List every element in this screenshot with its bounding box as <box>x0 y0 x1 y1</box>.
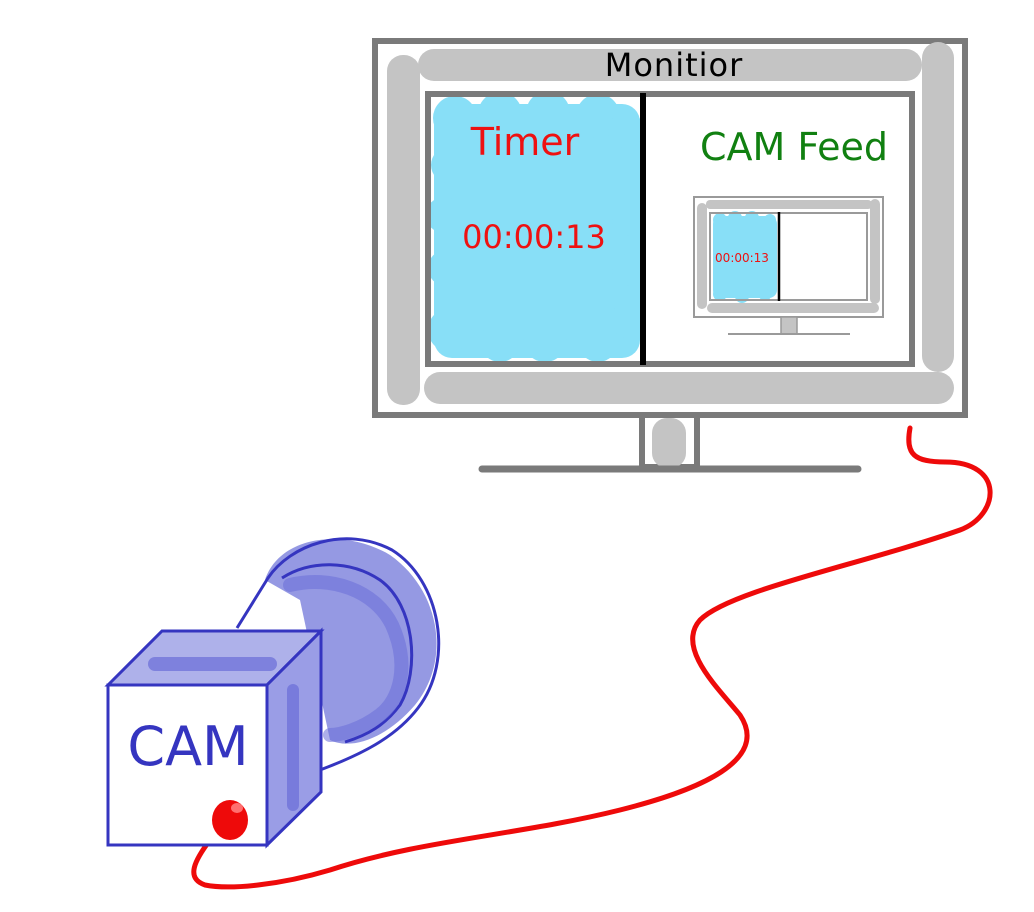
nested-preview-monitor: 00:00:13 <box>693 196 884 335</box>
camera-label: CAM <box>127 715 248 778</box>
monitor-stand <box>478 412 862 473</box>
monitor-screen: Timer 00:00:13 CAM Feed <box>425 91 915 367</box>
timer-value: 00:00:13 <box>462 218 606 256</box>
cam-feed-title: CAM Feed <box>700 125 888 169</box>
timer-background <box>426 91 646 362</box>
timer-title: Timer <box>470 120 580 164</box>
monitor: Timer 00:00:13 CAM Feed <box>372 38 968 473</box>
connection-cable <box>191 425 993 890</box>
nested-timer-value: 00:00:13 <box>715 251 769 265</box>
camera: CAM <box>104 537 441 849</box>
monitor-title: Monitior <box>605 46 744 84</box>
monitor-bezel <box>387 42 954 405</box>
camera-connector <box>212 800 248 840</box>
camera-body-front <box>106 683 269 847</box>
